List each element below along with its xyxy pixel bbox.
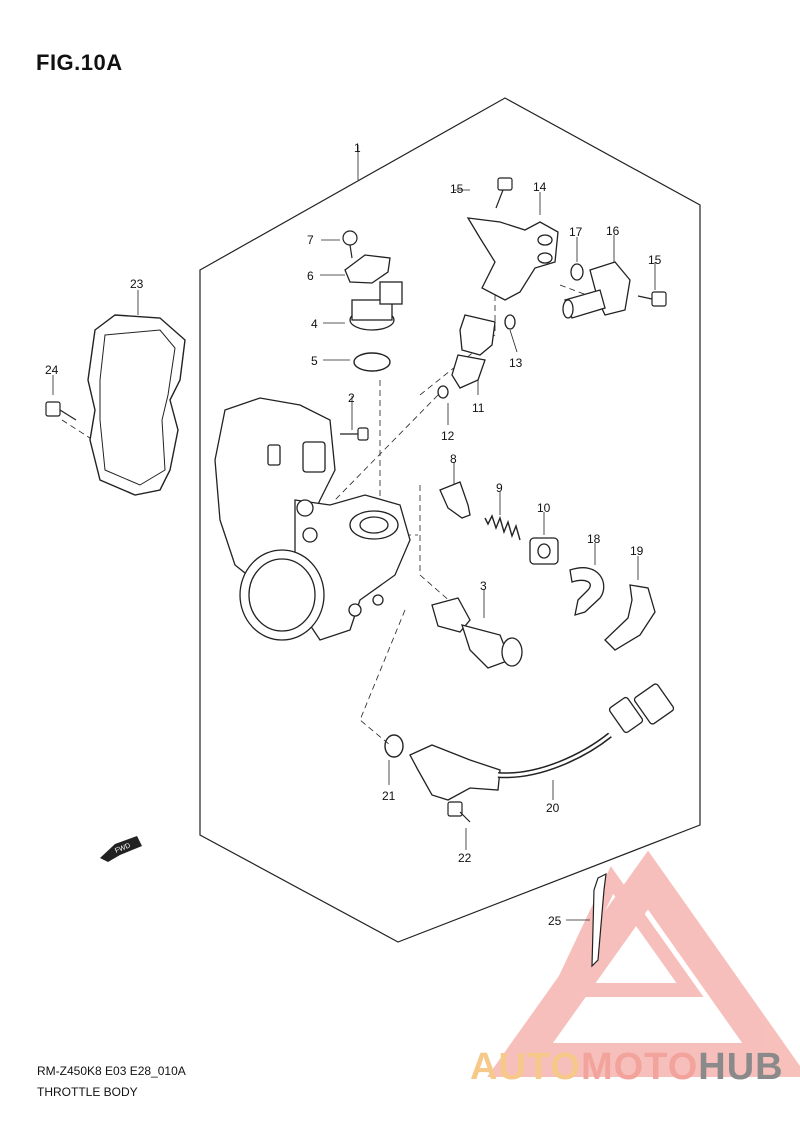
part-20-sensor-harness <box>409 683 675 801</box>
part-24-bolt <box>45 401 77 421</box>
part-25-cable-tie <box>591 872 607 968</box>
figure-code: RM-Z450K8 E03 E28_010A <box>37 1064 186 1078</box>
part-12-o-ring <box>437 385 449 399</box>
part-15-bolt-right <box>637 291 667 307</box>
part-19-hose <box>604 584 656 651</box>
part-15-bolt-upper <box>495 177 513 209</box>
part-7-screw <box>342 230 358 259</box>
assembly-frame <box>199 97 701 943</box>
callout-25: 25 <box>548 914 562 928</box>
callout-21: 21 <box>382 789 396 803</box>
callout-7: 7 <box>307 233 314 247</box>
callout-17: 17 <box>569 225 583 239</box>
callout-2: 2 <box>348 391 355 405</box>
callout-12: 12 <box>441 429 455 443</box>
part-16-fitting <box>562 261 631 319</box>
figure-name: THROTTLE BODY <box>37 1085 138 1099</box>
part-3-adjuster <box>431 597 523 669</box>
callout-3: 3 <box>480 579 487 593</box>
part-5-o-ring <box>353 352 391 372</box>
part-23-gasket <box>87 314 186 496</box>
callout-22: 22 <box>458 851 472 865</box>
figure-title: FIG.10A <box>36 50 123 75</box>
fwd-arrow-icon: FWD <box>100 836 142 862</box>
callout-24: 24 <box>45 363 59 377</box>
callout-19: 19 <box>630 544 644 558</box>
watermark-part-hub: HUB <box>698 1046 784 1088</box>
callout-20: 20 <box>546 801 560 815</box>
callout-5: 5 <box>311 354 318 368</box>
part-13-o-ring <box>504 314 516 330</box>
callout-13: 13 <box>509 356 523 370</box>
part-22-bolt <box>447 801 471 823</box>
part-11-injector <box>451 314 496 389</box>
part-4-sensor <box>349 281 403 331</box>
callout-23: 23 <box>130 277 144 291</box>
part-9-spring <box>484 514 521 541</box>
part-6-clamp <box>344 254 391 284</box>
callout-1: 1 <box>354 141 361 155</box>
part-10-nut <box>529 537 559 565</box>
callout-8: 8 <box>450 452 457 466</box>
callout-4: 4 <box>311 317 318 331</box>
callout-15-right: 15 <box>648 253 662 267</box>
callout-14: 14 <box>533 180 547 194</box>
callout-6: 6 <box>307 269 314 283</box>
callout-18: 18 <box>587 532 601 546</box>
callout-10: 10 <box>537 501 551 515</box>
part-17-washer <box>570 263 584 281</box>
part-8-plunger <box>439 481 471 519</box>
part-18-hose <box>569 567 605 616</box>
callout-9: 9 <box>496 481 503 495</box>
part-21-o-ring <box>384 734 404 758</box>
callout-15-upper: 15 <box>450 182 464 196</box>
watermark-text: AUTOMOTOHUB <box>470 1048 784 1086</box>
callout-11: 11 <box>472 401 485 415</box>
callout-16: 16 <box>606 224 620 238</box>
part-14-bracket <box>466 217 559 301</box>
watermark-logo <box>487 850 800 1077</box>
watermark-part-moto: MOTO <box>580 1046 699 1088</box>
part-1-throttle-body <box>214 397 411 641</box>
part-2-screw <box>340 427 369 441</box>
watermark-part-auto: AUTO <box>470 1046 581 1088</box>
